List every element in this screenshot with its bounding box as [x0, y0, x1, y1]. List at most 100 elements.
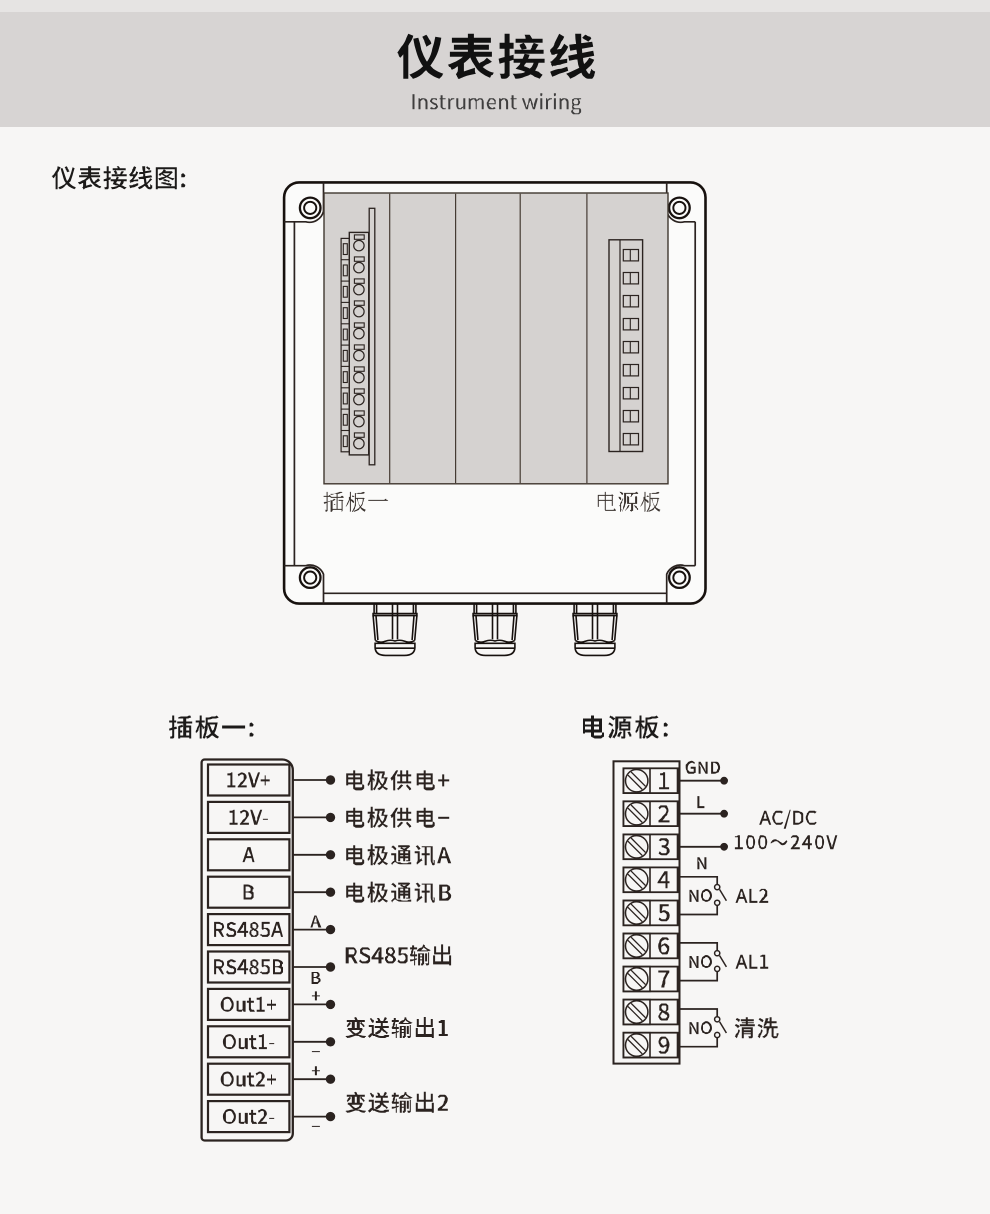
card2-terminal-strip: [608, 239, 644, 453]
board2-terminal-number: [659, 772, 670, 790]
wire-end-dot: [720, 842, 728, 851]
board2-terminal-number: [658, 937, 670, 955]
wire-end-dot: [325, 1074, 336, 1084]
wire-end-dot: [325, 775, 336, 785]
screw-head-icon: [624, 933, 649, 958]
board1-terminal-box: [206, 950, 291, 984]
relay-contact-symbol: [679, 875, 728, 916]
board1-terminal-row: [206, 987, 336, 1022]
screw-icon-inner: [672, 570, 687, 585]
wire-end-dot: [325, 812, 336, 823]
corner-screws: [298, 196, 691, 590]
screw-head-icon: [624, 900, 649, 925]
board2-block-outline: [612, 760, 681, 1065]
board2-terminal-number: [658, 1003, 670, 1021]
board2-terminal-row: [622, 998, 679, 1026]
wire-end-dot: [325, 1111, 336, 1122]
board1-terminal-box: [206, 1062, 291, 1096]
wire-end-dot: [720, 809, 728, 818]
board2-terminal-number: [658, 838, 670, 856]
supply-wire: [679, 809, 728, 818]
power-label-gnd: [685, 760, 721, 774]
contact-dot: [713, 883, 721, 891]
screw-head-icon: [624, 834, 649, 859]
board1-terminal-box: [206, 1099, 291, 1134]
board1-terminal-row: [206, 1099, 336, 1134]
power-label-l: [697, 796, 705, 809]
screw-cell: [622, 866, 651, 894]
card-panel: [323, 192, 669, 485]
board2-terminal-row: [622, 833, 679, 861]
board2-terminal-row: [622, 899, 679, 927]
wire-end-dot: [720, 776, 728, 785]
contact-dot: [713, 949, 721, 957]
supply-wire: [679, 776, 728, 785]
board1-terminal-box: [206, 987, 291, 1022]
power-label-voltage: [734, 835, 838, 850]
board1-terminal-box: [206, 1025, 291, 1059]
board1-terminal-row: [206, 763, 336, 797]
screw-slot-icon: [627, 771, 646, 790]
screw-slot-icon: [627, 837, 646, 857]
screw-head-icon: [624, 1033, 649, 1058]
wire-end-dot: [325, 962, 336, 972]
screw-slot-icon: [627, 1002, 646, 1022]
power-label-acdc: [759, 809, 817, 829]
screw-cell: [622, 1031, 651, 1059]
relay-label-qingxi: [734, 1017, 779, 1039]
top-strip: [0, 0, 990, 12]
switch-blade: [718, 1021, 728, 1034]
enclosure-inner-frame: [284, 182, 697, 604]
cable-gland: [372, 603, 418, 657]
power-label-n: [697, 857, 707, 870]
board1-terminal-row: [206, 950, 336, 984]
relay-label-al1: [735, 954, 769, 969]
relay-contact-symbol: [679, 1008, 728, 1048]
contact-dot: [713, 1031, 721, 1039]
wire-end-dot: [325, 999, 336, 1010]
board1-terminal-row: [206, 838, 336, 872]
board2-terminal-number: [658, 970, 670, 988]
enclosure-figure: [282, 181, 707, 657]
screw-cell: [622, 932, 651, 960]
card1-terminal-strip: [340, 207, 376, 466]
relay-no-label: [689, 888, 712, 902]
screw-slot-icon: [627, 903, 646, 923]
cable-gland: [472, 603, 518, 657]
board2-title-glyphs: [583, 715, 668, 739]
screw-cell: [622, 899, 651, 927]
screw-cell: [622, 800, 651, 827]
board1-terminal-box: [206, 912, 291, 947]
switch-blade: [718, 955, 728, 968]
board1-terminal-row: [206, 1062, 336, 1096]
supply-wire: [679, 842, 728, 851]
board2-terminal-row: [622, 1031, 679, 1059]
board1-terminal-row: [206, 875, 336, 909]
board1-terminal-box: [206, 800, 291, 835]
board2-terminal-row: [622, 866, 679, 894]
wire-end-dot: [325, 850, 336, 860]
board1-terminal-box: [206, 763, 291, 797]
board1-connector-outline: [200, 758, 294, 1142]
relay-contact-symbol: [679, 942, 728, 982]
screw-slot-icon: [627, 870, 646, 890]
board2-terminal-number: [658, 805, 670, 823]
board2-terminal-number: [658, 1036, 670, 1054]
board1-terminal-box: [206, 875, 291, 909]
screw-head-icon: [624, 867, 649, 892]
screw-slot-icon: [627, 936, 646, 956]
relay-label-al2: [735, 888, 769, 903]
board2-terminal-row: [622, 965, 679, 993]
screw-cell: [622, 965, 651, 993]
relay-no-label: [689, 1021, 712, 1035]
board2-terminal-row: [622, 800, 679, 827]
screw-slot-icon: [627, 1035, 646, 1055]
contact-dot: [713, 965, 721, 973]
screw-icon-inner: [303, 570, 318, 585]
relay-no-label: [689, 955, 712, 968]
board1-terminal-row: [206, 800, 336, 835]
cable-gland: [572, 603, 618, 657]
